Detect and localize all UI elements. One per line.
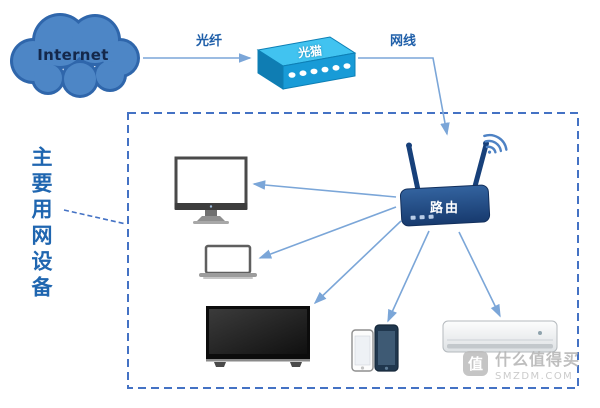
smartphone-dark xyxy=(374,324,399,372)
router-to-ac-arrow xyxy=(458,231,501,318)
smartphone-white xyxy=(351,329,374,372)
smzdm-logo-icon: 值 xyxy=(463,351,488,376)
air-conditioner xyxy=(442,320,558,353)
watermark: 值 什么值得买 SMZDM.COM xyxy=(463,351,580,382)
group-label-connector-line xyxy=(63,209,127,225)
watermark-brand: 什么值得买 xyxy=(495,350,581,369)
link-arrows xyxy=(143,53,501,323)
wifi-signal-icon xyxy=(483,133,508,154)
ethernet-link-arrow xyxy=(358,57,450,136)
optical-modem xyxy=(256,36,357,90)
router-to-monitor-arrow xyxy=(252,180,397,198)
router-antenna-right xyxy=(471,142,489,193)
desktop-monitor xyxy=(174,156,248,224)
television xyxy=(206,306,310,367)
main-devices-group-label: 主要用网设备 xyxy=(29,146,53,302)
laptop xyxy=(199,244,257,279)
watermark-domain: SMZDM.COM xyxy=(495,370,574,382)
wifi-router xyxy=(399,133,508,227)
modem-ports xyxy=(288,63,351,78)
router-to-tv-arrow xyxy=(313,220,402,305)
ethernet-cable-label: 网线 xyxy=(389,34,416,49)
router-to-laptop-arrow xyxy=(258,206,397,259)
watermark-texts: 什么值得买 SMZDM.COM xyxy=(495,351,580,382)
router-to-phones-arrow xyxy=(387,230,430,323)
internet-label: Internet xyxy=(37,46,109,64)
router-antenna-left xyxy=(406,144,421,193)
smartphones xyxy=(351,324,399,372)
lan-dashed-boundary xyxy=(127,112,579,389)
internet-cloud xyxy=(10,13,140,98)
fiber-label: 光纤 xyxy=(195,34,222,49)
router-label: 路由 xyxy=(429,201,460,216)
